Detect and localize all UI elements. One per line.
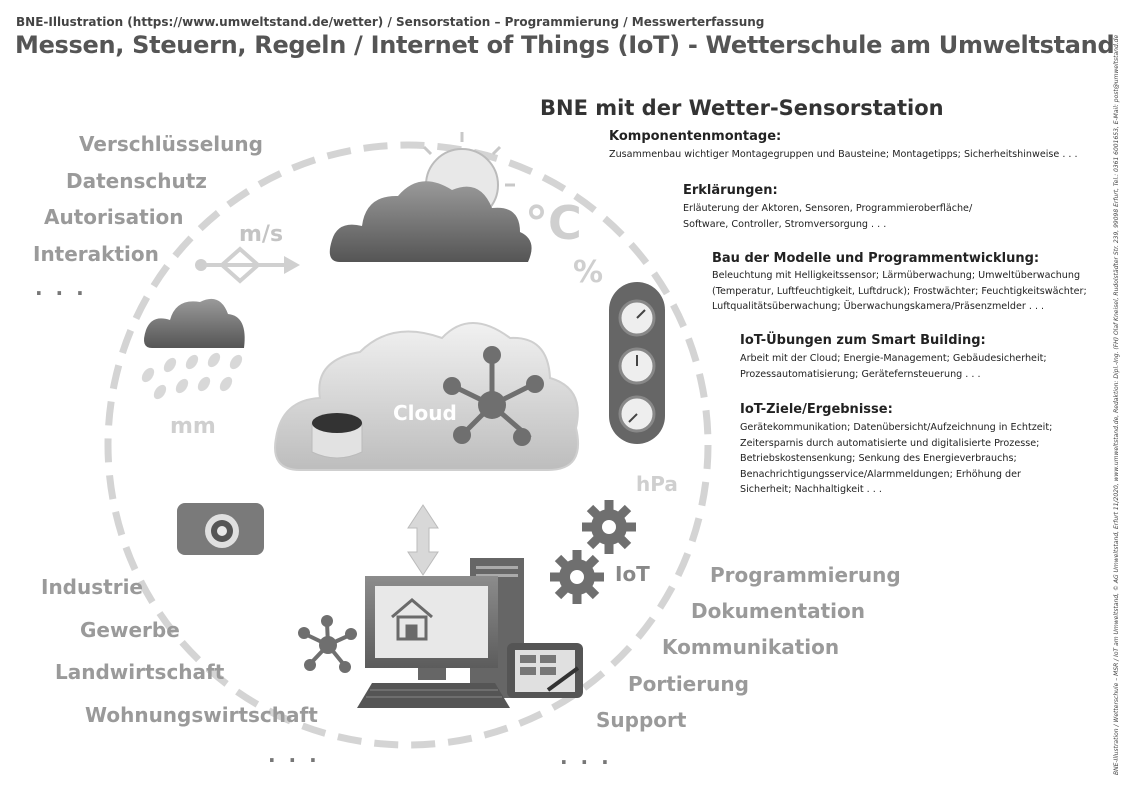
left-top-ellipsis: . . .: [35, 276, 87, 300]
section-line: Gerätekommunikation; Datenübersicht/Aufz…: [740, 422, 1053, 433]
section-heading-iot-goals: IoT-Ziele/Ergebnisse:: [740, 402, 893, 417]
wind-arrow-icon: [195, 246, 300, 284]
page-title: Messen, Steuern, Regeln / Internet of Th…: [15, 31, 1115, 59]
network-hub-icon: [443, 346, 544, 446]
left-label-agriculture: Landwirtschaft: [55, 660, 225, 684]
section-body-iot-exercises: Arbeit mit der Cloud; Energie-Management…: [740, 351, 1047, 382]
section-line: (Temperatur, Luftfeuchtigkeit, Luftdruck…: [712, 285, 1087, 297]
section-heading-iot-exercises: IoT-Übungen zum Smart Building:: [740, 333, 986, 348]
section-line: Betriebskostensenkung; Senkung des Energ…: [740, 453, 1017, 464]
section-line: Sicherheit; Nachhaltigkeit . . .: [740, 484, 882, 495]
iot-label: IoT: [615, 562, 650, 586]
section-body-explanations: Erläuterung der Aktoren, Sensoren, Progr…: [683, 201, 972, 232]
section-body-models: Beleuchtung mit Helligkeitssensor; Lärmü…: [712, 268, 1087, 315]
camera-icon: [177, 503, 264, 555]
section-line: Zeitersparnis durch automatisierte und d…: [740, 437, 1040, 449]
gear-icon: [550, 550, 604, 604]
keyboard-icon: [357, 683, 510, 708]
left-label-privacy: Datenschutz: [66, 169, 207, 193]
section-heading-assembly: Komponentenmontage:: [609, 129, 782, 144]
right-label-communication: Kommunikation: [662, 635, 840, 659]
house-icon: [391, 598, 433, 641]
right-label-support: Support: [596, 708, 687, 732]
rain-cloud-icon: [141, 298, 245, 400]
breadcrumb: BNE-Illustration (https://www.umweltstan…: [16, 15, 765, 29]
unit-pressure: hPa: [636, 472, 678, 496]
computer-icon: [365, 558, 524, 698]
section-line: Software, Controller, Stromversorgung . …: [683, 218, 887, 230]
left-label-interaction: Interaktion: [33, 242, 159, 266]
section-heading-models: Bau der Modelle und Programmentwicklung:: [712, 251, 1040, 266]
section-line: Erläuterung der Aktoren, Sensoren, Progr…: [683, 203, 973, 214]
right-bottom-ellipsis: . . .: [560, 745, 612, 769]
unit-humidity: %: [573, 255, 604, 290]
database-icon: [311, 413, 363, 459]
section-line: Benachrichtigungsservice/Alarmmeldungen;…: [740, 468, 1021, 480]
gauge-panel-icon: [609, 282, 665, 444]
gear-icon: [582, 500, 636, 554]
section-line: Luftqualitätsüberwachung; Überwachungska…: [712, 301, 1045, 312]
section-body-assembly: Zusammenbau wichtiger Montagegruppen und…: [609, 147, 1078, 163]
left-bottom-ellipsis: . . .: [268, 743, 320, 767]
left-label-authorisation: Autorisation: [44, 205, 184, 229]
right-label-programming: Programmierung: [710, 563, 901, 587]
cloud-label: Cloud: [393, 401, 457, 425]
section-heading-explanations: Erklärungen:: [683, 183, 778, 198]
double-arrow-icon: [407, 504, 439, 576]
tablet-icon: [507, 643, 583, 698]
left-label-encryption: Verschlüsselung: [79, 132, 263, 156]
right-label-porting: Portierung: [628, 672, 749, 696]
section-line: Zusammenbau wichtiger Montagegruppen und…: [609, 149, 1078, 160]
unit-rain: mm: [170, 414, 216, 439]
network-hub-icon: [298, 615, 357, 673]
right-label-documentation: Dokumentation: [691, 599, 865, 623]
unit-temperature: °C: [525, 196, 582, 250]
panel-title: BNE mit der Wetter-Sensorstation: [540, 96, 944, 120]
section-line: Beleuchtung mit Helligkeitssensor; Lärmü…: [712, 270, 1081, 281]
dashed-ring: [104, 141, 712, 749]
section-line: Arbeit mit der Cloud; Energie-Management…: [740, 353, 1047, 364]
left-label-industry: Industrie: [41, 575, 143, 599]
unit-wind: m/s: [239, 222, 284, 247]
section-line: Prozessautomatisierung; Gerätefernsteuer…: [740, 368, 981, 380]
cloud-icon: [329, 181, 532, 262]
left-label-housing: Wohnungswirtschaft: [85, 703, 318, 727]
section-body-iot-goals: Gerätekommunikation; Datenübersicht/Aufz…: [740, 420, 1052, 498]
left-label-trade: Gewerbe: [80, 618, 180, 642]
